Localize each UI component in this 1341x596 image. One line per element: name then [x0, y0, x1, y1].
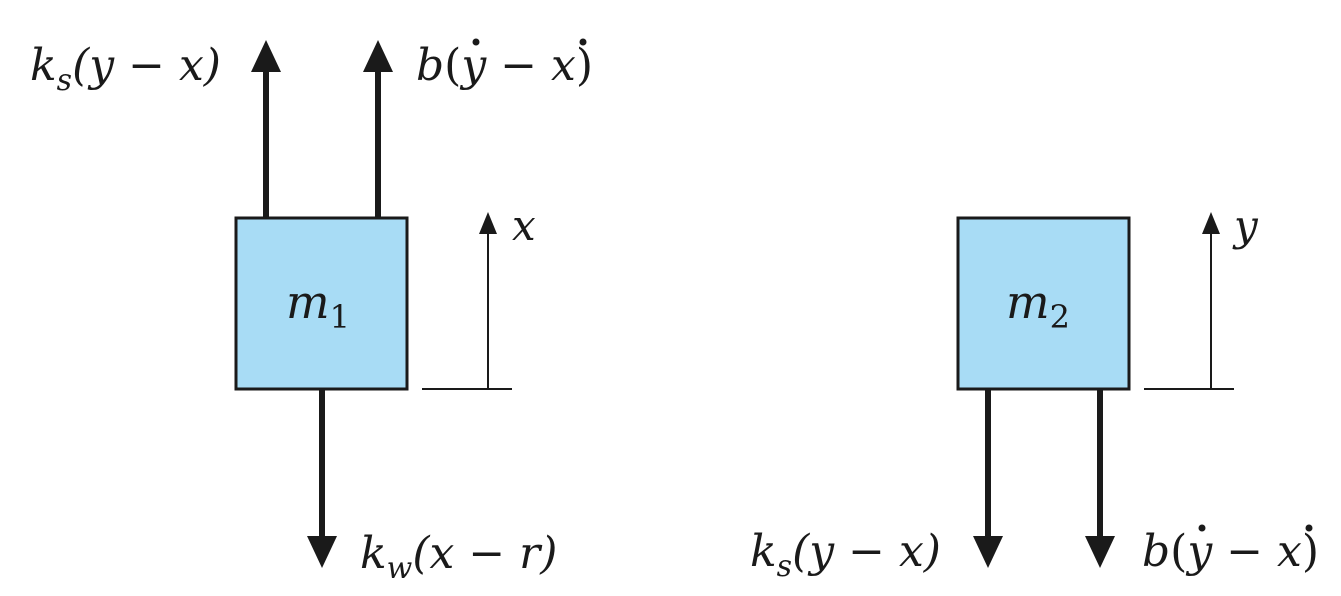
mass-1-spring-force-arrowhead [251, 40, 281, 72]
mass-1-spring-force-label: ks(y − x) [30, 40, 221, 98]
mass-2-displacement-arrowhead [1202, 212, 1220, 234]
mass-2-spring-force-label: ks(y − x) [750, 526, 941, 584]
mass-2-coordinate-label: y [1232, 201, 1259, 250]
mass-2-block [956, 216, 1131, 391]
mass-2-damper-force-label: b(y − x) [1142, 526, 1319, 577]
mass-2-damper-ydot [1198, 524, 1206, 532]
mass-1-tire-force-arrowhead [307, 536, 337, 568]
mass-2-group: m2 y ks(y − x) b(y − x) [750, 201, 1319, 584]
mass-1-tire-force-label: kw(x − r) [360, 528, 557, 586]
mass-1-label: m1 [286, 275, 350, 336]
mass-2-damper-force-arrowhead [1085, 536, 1115, 568]
mass-1-damper-ydot [472, 38, 480, 46]
mass-1-coordinate-label: x [512, 201, 536, 250]
mass-2-damper-xdot [1305, 524, 1313, 532]
mass-1-damper-force-label: b(y − x) [416, 40, 593, 91]
mass-1-displacement-arrowhead [479, 212, 497, 234]
mass-1-damper-force-arrowhead [363, 40, 393, 72]
mass-1-block [234, 216, 409, 391]
mass-2-spring-force-arrowhead [973, 536, 1003, 568]
mass-2-label: m2 [1006, 275, 1070, 336]
mass-1-damper-xdot [579, 38, 587, 46]
mass-1-group: m1 x ks(y − x) b(y − x) kw(x − r) [30, 38, 593, 586]
